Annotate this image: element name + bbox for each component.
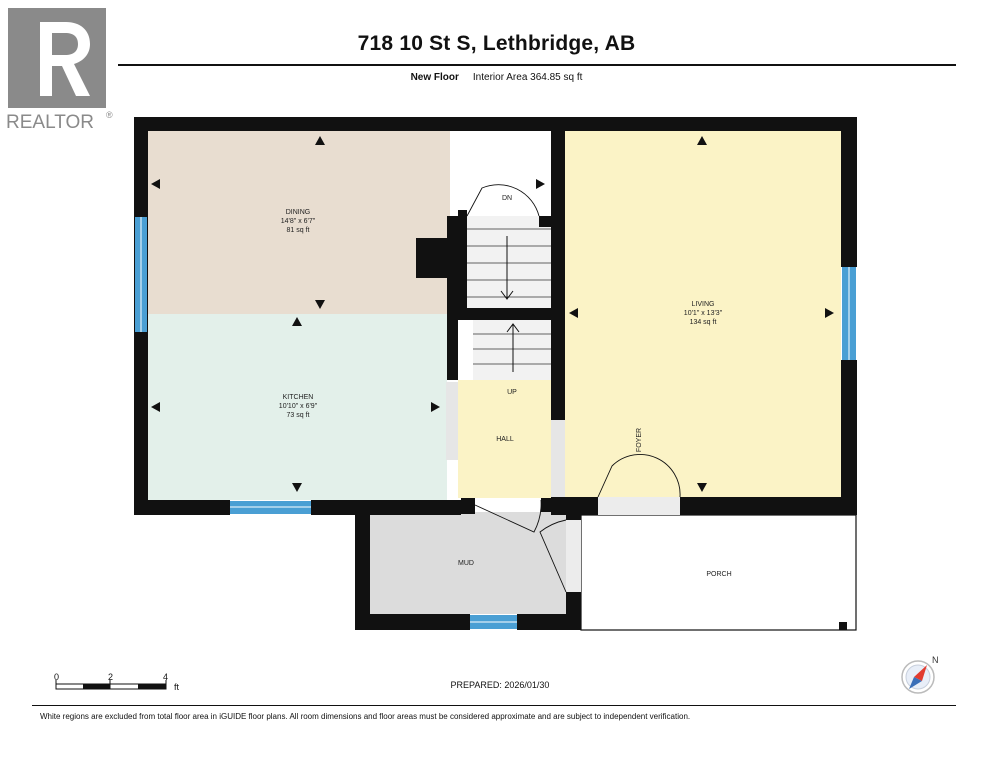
- dining-name: DINING: [286, 209, 311, 216]
- scale-tick-4: 4: [163, 672, 169, 682]
- realtor-logo: REALTOR ®: [0, 0, 118, 135]
- kitchen-area: 73 sq ft: [287, 412, 310, 419]
- mud-room: [370, 512, 566, 614]
- living-name: LIVING: [692, 301, 715, 308]
- footer-divider: [32, 705, 956, 706]
- realtor-logo-text: REALTOR: [6, 112, 94, 133]
- dimension-arrows: [151, 136, 834, 492]
- walls: [134, 117, 857, 630]
- dining-area: 81 sq ft: [287, 227, 310, 234]
- foyer-name: FOYER: [636, 428, 643, 452]
- disclaimer-text: White regions are excluded from total fl…: [40, 712, 691, 721]
- foyer-landing: [598, 497, 680, 515]
- living-dims: 10'1" x 13'3": [684, 310, 723, 317]
- page-title: 718 10 St S, Lethbridge, AB: [357, 32, 636, 55]
- registered-mark: ®: [106, 110, 113, 120]
- living-room: [565, 131, 841, 497]
- stairs-down-label: DN: [502, 195, 512, 202]
- kitchen-dims: 10'10" x 6'9": [279, 403, 318, 410]
- porch-area: [580, 514, 857, 631]
- scale-tick-2: 2: [108, 672, 114, 682]
- mud-name: MUD: [458, 560, 474, 567]
- kitchen-room: [147, 314, 447, 500]
- hall-name: HALL: [496, 436, 514, 443]
- dining-room: [147, 131, 450, 314]
- scale-unit: ft: [174, 682, 180, 692]
- stairs-up: [473, 320, 551, 380]
- interior-area: Interior Area 364.85 sq ft: [472, 72, 583, 83]
- hall-room: [458, 380, 551, 498]
- compass-north-label: N: [932, 655, 939, 665]
- stairs-up-label: UP: [507, 389, 517, 396]
- floor-name: New Floor: [410, 72, 459, 83]
- scale-bar: [55, 680, 167, 690]
- door-swings: [466, 184, 681, 593]
- title-divider: [118, 64, 956, 66]
- porch-name: PORCH: [706, 571, 731, 578]
- prepared-date: PREPARED: 2026/01/30: [450, 680, 550, 690]
- stairs-down: [467, 216, 551, 308]
- dining-dims: 14'8" x 6'7": [281, 218, 316, 225]
- kitchen-name: KITCHEN: [283, 394, 314, 401]
- compass-icon: N: [901, 655, 939, 694]
- subtitle: New Floor Interior Area 364.85 sq ft: [0, 72, 993, 83]
- scale-tick-0: 0: [54, 672, 60, 682]
- living-area: 134 sq ft: [690, 319, 717, 326]
